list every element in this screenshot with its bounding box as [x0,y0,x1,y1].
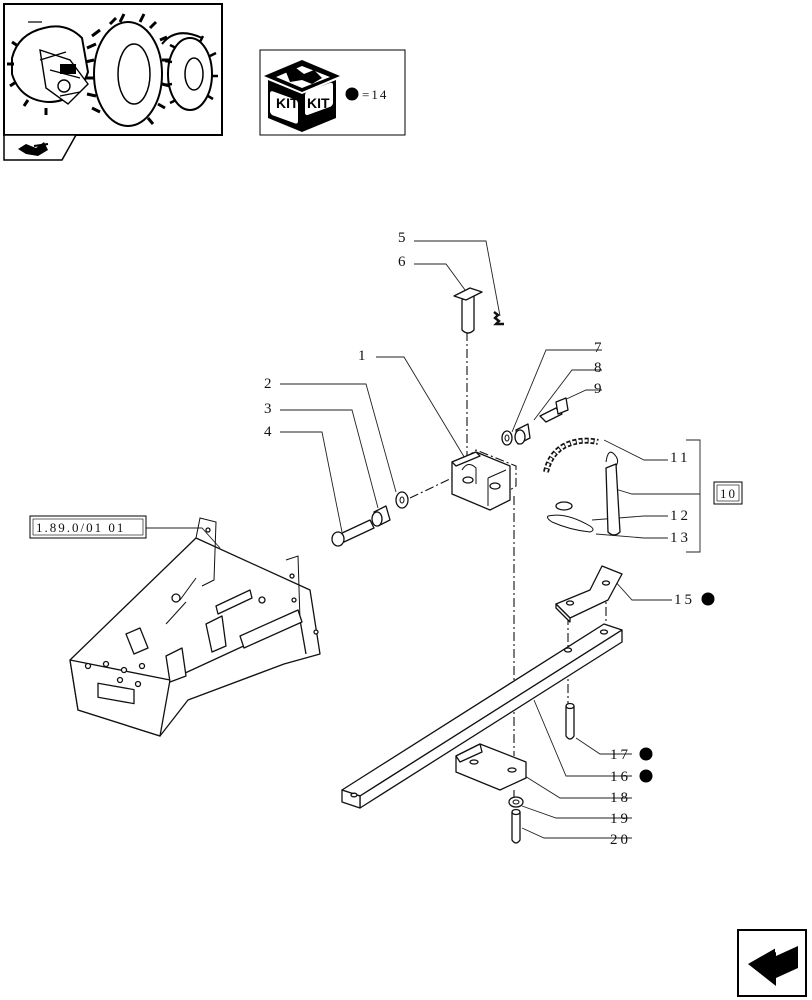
kit-word-right: KIT [307,95,330,111]
callout-12: 12 [670,508,691,524]
leader-lines [146,240,701,839]
washer-part-19 [508,796,524,808]
reference-box-text: 1.89.0/01 01 [36,520,125,535]
bracket-part-1 [451,451,511,511]
kit-markers [639,592,715,783]
reference-box[interactable]: 1.89.0/01 01 [29,515,147,539]
callout-5: 5 [398,230,409,246]
callout-4: 4 [264,424,275,440]
kit-legend: KIT KIT =14 [259,49,406,136]
ring-part-12 [555,501,573,511]
callout-8: 8 [594,360,605,376]
linch-pin-part [605,451,621,536]
r-clip-part-13 [547,514,594,533]
kit-box-icon: KIT KIT [264,60,340,132]
callout-7: 7 [594,340,605,356]
kit-dot-icon [345,87,359,101]
pin-part-6 [453,287,483,334]
bushing-part-3 [371,505,391,527]
clip-part-5 [493,311,504,326]
callout-11: 11 [670,450,690,466]
group-box-text: 10 [720,486,737,501]
callout-1: 1 [358,348,369,364]
kit-word-left: KIT [276,95,299,111]
bolt-part-4 [331,519,375,547]
callout-15: 15 [674,592,695,608]
nipple-part-9 [539,397,569,423]
callout-3: 3 [264,401,275,417]
kit-legend-text: =14 [362,87,388,102]
drawbar-part-16 [341,623,623,809]
callout-2: 2 [264,376,275,392]
washer-part-7 [501,430,513,446]
kit-dot-icon [639,769,653,783]
kit-dot-icon [639,747,653,761]
next-page-arrow-icon[interactable] [737,929,807,997]
callout-9: 9 [594,381,605,397]
bracket-part-18 [455,743,527,791]
callout-6: 6 [398,254,409,270]
callout-18: 18 [610,790,631,806]
callout-20: 20 [610,832,631,848]
callout-labels: 5 6 1 2 3 4 7 8 9 11 12 13 15 17 16 18 1… [264,230,695,848]
plate-part-15 [555,565,623,623]
kit-dot-icon [701,592,715,606]
group-box[interactable]: 10 [713,481,743,505]
washer-part-2 [395,491,409,509]
book-section-icon[interactable] [3,134,78,161]
spacer-part-8 [514,423,531,445]
callout-19: 19 [610,811,631,827]
frame-reference-drawing [69,517,321,737]
bolt-part-20 [511,808,521,844]
callout-16: 16 [610,769,631,785]
callout-17: 17 [610,747,631,763]
callout-13: 13 [670,530,691,546]
chain-part-11 [543,437,599,473]
bolt-part-17 [565,702,575,740]
tractor-thumbnail-icon[interactable] [3,3,223,136]
